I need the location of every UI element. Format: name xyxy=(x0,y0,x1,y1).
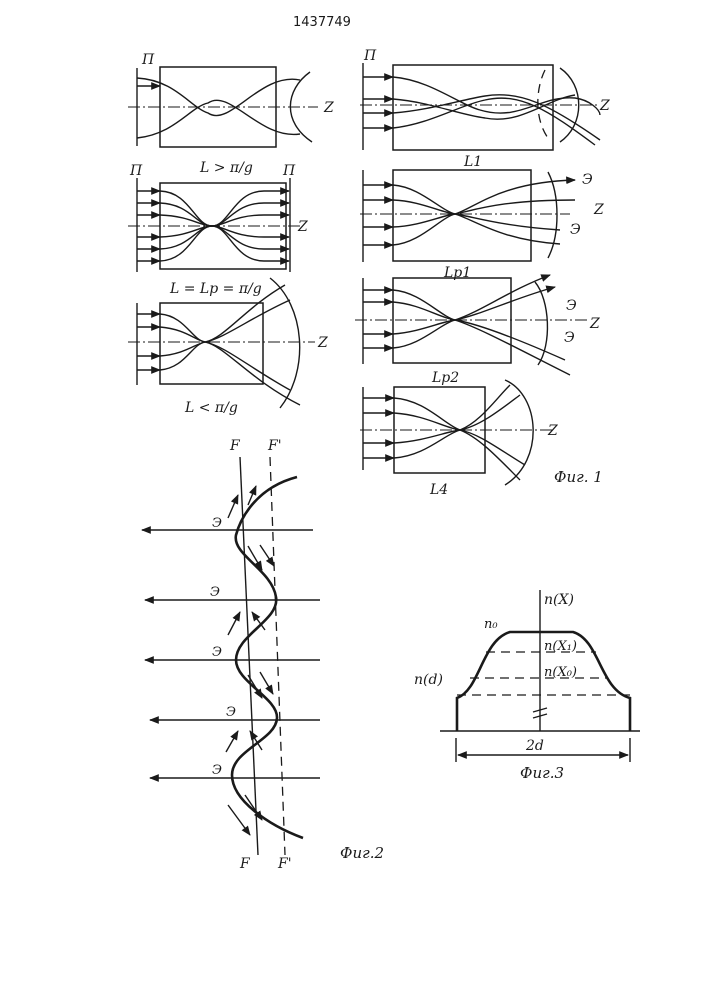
fig1-caption: Фиг. 1 xyxy=(554,468,603,486)
ray-curve xyxy=(393,302,565,360)
fig1-left-c: Z L < π/g xyxy=(128,278,328,416)
fig3: n(X) n₀ n(X₁) n(X₀) n(d) 2d Фиг.3 xyxy=(414,590,640,782)
ray-curve xyxy=(160,285,285,370)
label-z: Z xyxy=(323,100,334,116)
label-F-prime-top: F' xyxy=(267,438,282,454)
label-P: П xyxy=(141,52,155,68)
length-label: L4 xyxy=(429,482,448,498)
label-z: Z xyxy=(593,202,604,218)
fig2-caption: Фиг.2 xyxy=(340,844,384,862)
ray-curve xyxy=(160,327,290,390)
line-F-prime xyxy=(270,457,285,855)
fig1-left-a: П Z L > π/g xyxy=(128,52,334,176)
fig1-right-a: П Z L1 xyxy=(360,48,610,170)
label-F-prime-bottom: F' xyxy=(277,856,292,872)
label-P: П xyxy=(363,48,377,64)
ray-curve xyxy=(160,226,264,249)
length-label: L1 xyxy=(463,154,482,170)
label-z: Z xyxy=(317,335,328,351)
label-n0: n₀ xyxy=(484,617,498,632)
flow-arrow xyxy=(260,672,273,694)
ray-curve xyxy=(160,191,264,226)
ray-curve xyxy=(160,300,290,356)
ray-curve xyxy=(160,203,264,226)
label-nx0: n(X₀) xyxy=(544,665,577,680)
ray-curve xyxy=(160,226,264,261)
label-P-left: П xyxy=(129,163,143,179)
width-label: 2d xyxy=(525,738,544,754)
flow-arrow xyxy=(228,805,250,835)
label-e2: Э xyxy=(564,330,575,346)
label-z: Z xyxy=(547,423,558,439)
wavefront-arc xyxy=(270,278,300,408)
fig3-caption: Фиг.3 xyxy=(520,764,564,782)
fig1-left-b: П П Z L = Lp = π/g xyxy=(128,163,308,297)
length-label: Lp2 xyxy=(431,370,459,386)
label-nd: n(d) xyxy=(414,672,443,688)
label-e2: Э xyxy=(570,222,581,238)
fig2: F F' F F' Э Э Э Э Э Фиг.2 xyxy=(142,438,384,872)
flow-arrow xyxy=(245,795,262,820)
beam-label: Э xyxy=(212,516,222,531)
flow-arrow xyxy=(228,495,238,518)
ray-curve xyxy=(160,226,264,237)
wavy-interface-curve xyxy=(232,477,303,838)
axis-label: n(X) xyxy=(544,592,574,608)
label-z: Z xyxy=(297,219,308,235)
condition-label: L < π/g xyxy=(184,400,238,416)
condition-label: L > π/g xyxy=(199,160,253,176)
beam-label: Э xyxy=(210,585,220,600)
flow-arrow xyxy=(226,731,238,752)
label-F-bottom: F xyxy=(239,856,251,872)
label-P-right: П xyxy=(282,163,296,179)
ray-curve xyxy=(393,180,575,245)
fig1-right-d: Z L4 xyxy=(360,380,558,498)
beam-label: Э xyxy=(212,763,222,778)
beam-label: Э xyxy=(226,705,236,720)
ray-curve xyxy=(393,275,550,348)
ray-curve xyxy=(394,398,520,480)
label-e1: Э xyxy=(582,172,593,188)
wavefront-arc xyxy=(535,282,547,365)
label-e1: Э xyxy=(566,298,577,314)
label-F-top: F xyxy=(229,438,241,454)
label-nx1: n(X₁) xyxy=(544,639,577,654)
beam-label: Э xyxy=(212,645,222,660)
flow-arrow xyxy=(228,612,240,635)
patent-number: 1437749 xyxy=(293,15,351,30)
ray-curve xyxy=(394,385,510,458)
fig1-right-b: Э Z Э Lp1 xyxy=(360,170,604,281)
ray-curve xyxy=(394,413,525,465)
ray-curve xyxy=(160,215,264,226)
condition-label: L = Lp = π/g xyxy=(169,281,262,297)
label-z: Z xyxy=(589,316,600,332)
fig1-right-c: Э Z Э Lp2 xyxy=(355,275,600,386)
flow-arrow xyxy=(260,545,274,566)
wavefront-arc xyxy=(548,172,557,258)
label-z: Z xyxy=(599,98,610,114)
